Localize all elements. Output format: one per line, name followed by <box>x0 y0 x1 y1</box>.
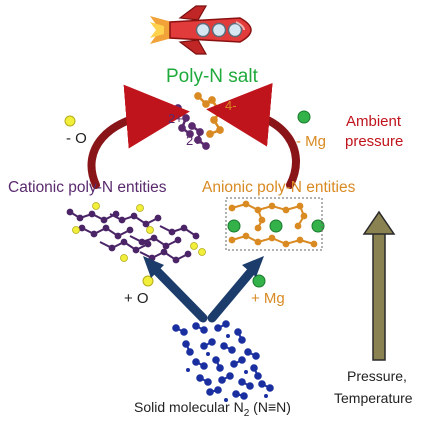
pressure-arrow <box>362 210 396 361</box>
anionic-entities-label: Anionic poly-N entities <box>202 179 356 196</box>
plus-oxygen-label: + O <box>124 290 149 307</box>
curved-arrow-right <box>206 82 300 189</box>
cation-charge-label: 2+ <box>168 111 183 126</box>
arrow-to-anionic <box>207 256 264 323</box>
anion-charge-label: 4- <box>225 98 237 113</box>
cationic-structure <box>66 208 200 264</box>
pressure-label-line1: Pressure, <box>347 368 407 384</box>
magnesium-atom-icon <box>297 110 311 124</box>
cationic-entities-label: Cationic poly-N entities <box>8 179 167 196</box>
curved-arrow-left <box>87 84 190 189</box>
pressure-label-line2: Temperature <box>334 390 413 406</box>
minus-oxygen-label: - O <box>66 130 87 147</box>
lattice-small-atoms <box>186 334 268 402</box>
rocket-icon <box>150 5 252 55</box>
molecular-n2-lattice <box>172 320 274 400</box>
diagram-title: Poly-N salt <box>166 66 258 87</box>
minus-magnesium-label: - Mg <box>296 133 326 150</box>
magnesium-atom-icon-lower <box>252 274 266 288</box>
solid-n2-label: Solid molecular N2 (N≡N) <box>134 400 291 419</box>
ambient-label-line1: Ambient <box>346 113 402 130</box>
cationic-oxygen-atoms <box>72 202 206 262</box>
solid-n2-suffix: (N≡N) <box>249 399 291 415</box>
plus-magnesium-label: + Mg <box>251 290 285 307</box>
solid-n2-prefix: Solid molecular N <box>134 399 244 415</box>
ambient-label-line2: pressure <box>345 133 404 150</box>
arrow-to-cationic <box>143 256 208 323</box>
oxygen-atom-icon <box>64 115 76 127</box>
oxygen-atom-icon-lower <box>142 275 154 287</box>
cation-charge-label-2: 2+ <box>186 133 201 148</box>
solid-n2-subscript: 2 <box>243 407 250 419</box>
anionic-structure <box>225 197 325 251</box>
